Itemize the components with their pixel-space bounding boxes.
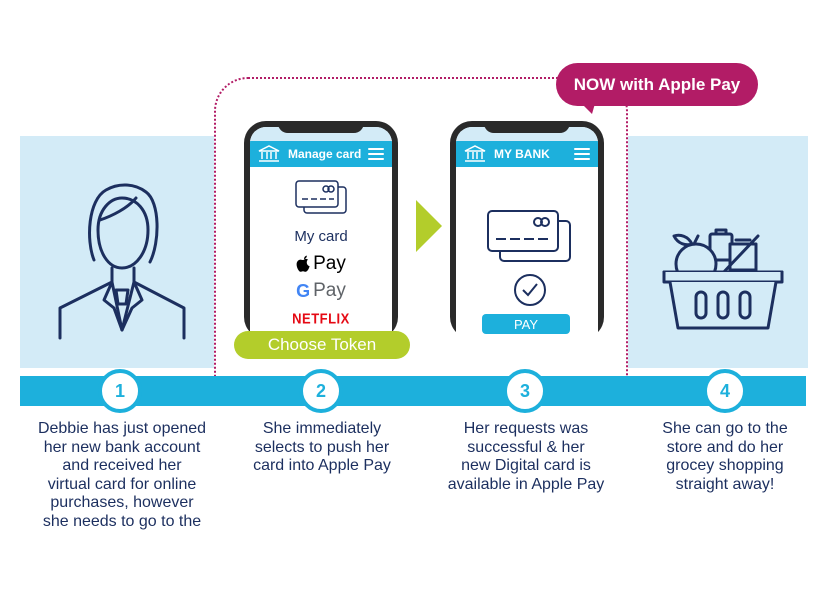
caption-line: Her requests was: [463, 420, 589, 437]
my-card-label: My card: [294, 228, 348, 245]
caption-line: purchases, however: [50, 494, 194, 511]
phone-screen: MY BANK PAY: [456, 127, 598, 339]
step-2-caption: She immediately selects to push her card…: [232, 420, 412, 476]
google-pay-option[interactable]: G Pay: [250, 280, 392, 302]
caption-line: She can go to the: [662, 420, 788, 437]
caption-line: and received her: [62, 457, 182, 474]
phone-notch: [483, 121, 571, 133]
app-title: Manage card: [288, 147, 362, 161]
apple-pay-option[interactable]: Pay: [250, 253, 392, 275]
app-title: MY BANK: [494, 147, 550, 161]
phone-notch: [277, 121, 365, 133]
phone-screen: Manage card My card Pay G Pay NETFLIX: [250, 127, 392, 339]
caption-line: selects to push her: [254, 438, 390, 456]
menu-icon[interactable]: [574, 148, 590, 160]
card-icon: [295, 180, 347, 214]
google-pay-label: Pay: [313, 280, 346, 301]
step-1-caption: Debbie has just opened her new bank acco…: [24, 420, 220, 531]
timeline-band: [20, 376, 806, 406]
apple-icon: [296, 255, 310, 272]
card-icon: [487, 210, 571, 262]
app-bar: Manage card: [250, 141, 392, 167]
grocery-basket-icon: [662, 228, 784, 330]
caption-line: successful & her: [467, 438, 585, 456]
caption-line: available in Apple Pay: [447, 475, 605, 493]
caption-line: She immediately: [262, 420, 382, 437]
caption-line: store and do her: [666, 438, 784, 456]
bank-icon: [464, 145, 486, 162]
netflix-option[interactable]: NETFLIX: [292, 309, 350, 328]
app-bar: MY BANK: [456, 141, 598, 167]
caption-line: Debbie has just opened: [37, 420, 207, 437]
step1-panel: [20, 136, 214, 368]
my-bank-phone: MY BANK PAY: [450, 121, 604, 339]
choose-token-button[interactable]: Choose Token: [234, 331, 410, 359]
step-4-number: 4: [703, 369, 747, 413]
caption-line: new Digital card is: [461, 457, 591, 474]
caption-line: straight away!: [675, 475, 775, 493]
step-1-number: 1: [98, 369, 142, 413]
person-icon: [58, 183, 186, 340]
step-3-number: 3: [503, 369, 547, 413]
caption-line: she needs to go to the: [42, 512, 202, 530]
bank-icon: [258, 145, 280, 162]
manage-card-phone: Manage card My card Pay G Pay NETFLIX: [244, 121, 398, 339]
step-4-caption: She can go to the store and do her groce…: [640, 420, 810, 494]
step-3-caption: Her requests was successful & her new Di…: [426, 420, 626, 494]
apple-pay-badge: NOW with Apple Pay: [556, 63, 758, 106]
caption-line: grocey shopping: [666, 457, 784, 474]
caption-line: virtual card for online: [47, 475, 197, 493]
apple-pay-label: Pay: [313, 253, 346, 274]
arrow-right-icon: [416, 200, 442, 252]
menu-icon[interactable]: [368, 148, 384, 160]
caption-line: card into Apple Pay: [253, 457, 391, 474]
check-circle-icon: [514, 274, 546, 306]
google-g-icon: G: [296, 280, 311, 301]
pay-button[interactable]: PAY: [482, 314, 570, 334]
caption-line: her new bank account: [43, 438, 201, 456]
step-2-number: 2: [299, 369, 343, 413]
apple-pay-highlight-outline: [214, 77, 628, 381]
